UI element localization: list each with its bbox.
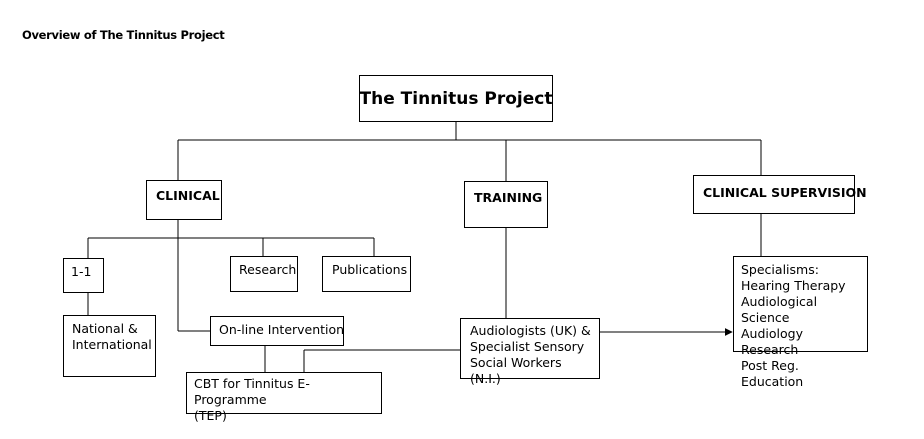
node-publications: Publications — [322, 256, 411, 292]
page-heading: Overview of The Tinnitus Project — [22, 28, 225, 42]
specialisms-line-2: Hearing Therapy — [741, 278, 846, 293]
audiologists-line-3: Social Workers (N.I.) — [470, 355, 562, 386]
node-1-1: 1-1 — [63, 258, 104, 293]
node-audiologists: Audiologists (UK) & Specialist Sensory S… — [460, 318, 600, 386]
node-online-intervention: On-line Intervention — [210, 316, 344, 346]
specialisms-line-1: Specialisms: — [741, 262, 819, 277]
audiologists-line-2: Specialist Sensory — [470, 339, 585, 354]
node-training: TRAINING — [464, 181, 548, 228]
node-cbt-programme: CBT for Tinnitus E-Programme (TEP) — [186, 372, 382, 423]
specialisms-line-4: Audiology Research — [741, 326, 803, 357]
node-research: Research — [230, 256, 298, 292]
national-line-1: National & — [72, 321, 138, 336]
cbt-line-2: (TEP) — [194, 408, 227, 423]
node-root: The Tinnitus Project — [359, 75, 553, 122]
specialisms-line-3: Audiological Science — [741, 294, 818, 325]
specialisms-line-5: Post Reg. Education — [741, 358, 804, 389]
node-clinical: CLINICAL — [146, 180, 222, 220]
cbt-line-1: CBT for Tinnitus E-Programme — [194, 376, 310, 407]
audiologists-line-1: Audiologists (UK) & — [470, 323, 591, 338]
national-line-2: International — [72, 337, 152, 352]
node-national-international: National & International — [63, 315, 156, 377]
node-clinical-supervision: CLINICAL SUPERVISION — [693, 175, 867, 214]
node-specialisms: Specialisms: Hearing Therapy Audiologica… — [733, 256, 868, 389]
